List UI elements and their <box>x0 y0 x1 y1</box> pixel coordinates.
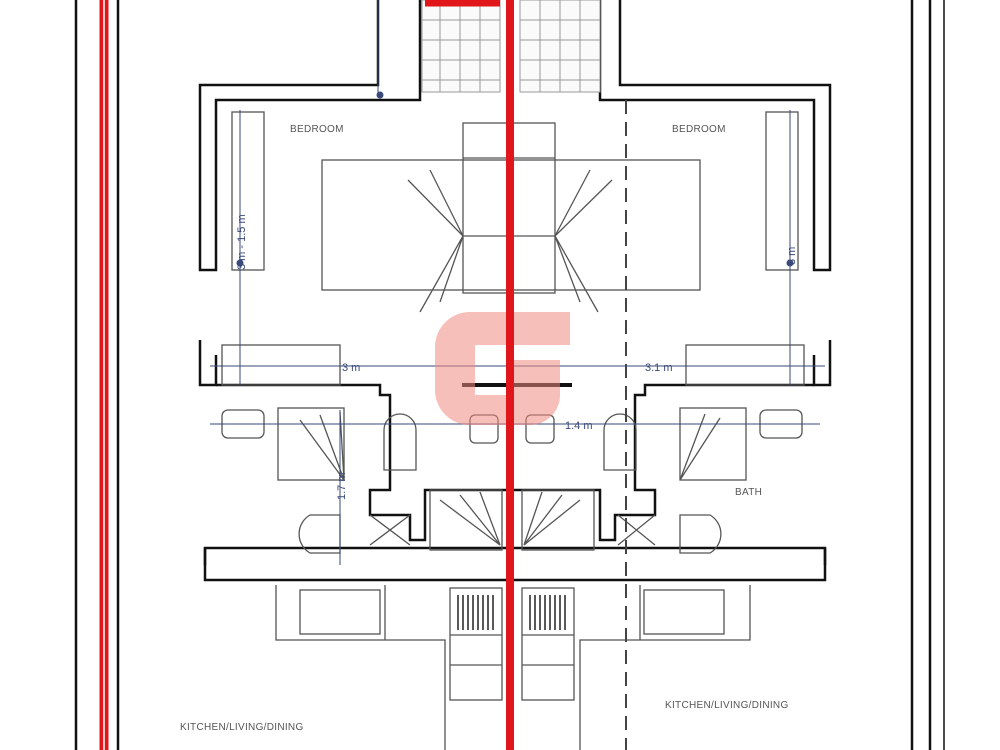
wall-horizontal <box>203 546 827 582</box>
dimension-width-left: 3 m <box>342 362 360 374</box>
stove-grills <box>457 595 566 630</box>
dimension-width-right: 3.1 m <box>645 362 673 374</box>
dimension-height-right: 3 m <box>786 247 798 265</box>
dimension-height-left: 3 m - 1.5 m <box>236 214 248 270</box>
wall-bedroom-left-top <box>198 0 422 272</box>
room-label-kitchen-right: KITCHEN/LIVING/DINING <box>665 700 789 711</box>
room-label-bedroom-left: BEDROOM <box>290 124 344 135</box>
wall-bedroom-right-top <box>598 0 832 272</box>
watermark-logo <box>435 312 570 425</box>
entry-tiles <box>421 0 601 93</box>
room-label-bath: BATH <box>735 487 762 498</box>
room-label-kitchen-left: KITCHEN/LIVING/DINING <box>180 722 304 733</box>
dimension-corridor: 1.4 m <box>565 420 593 432</box>
dimension-bath-depth: 1.7 m <box>336 472 348 500</box>
room-label-bedroom-right: BEDROOM <box>672 124 726 135</box>
